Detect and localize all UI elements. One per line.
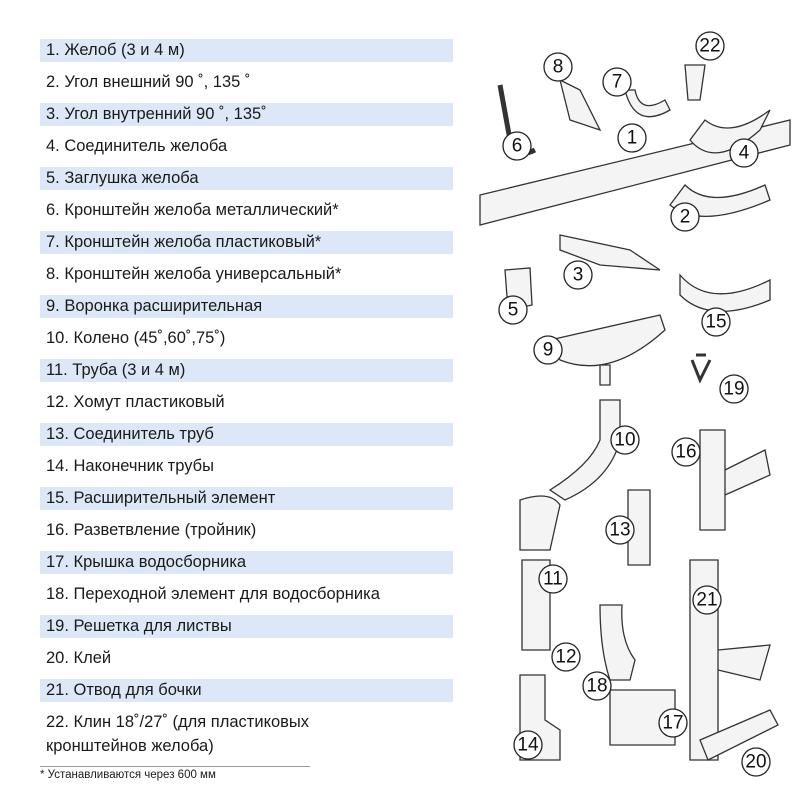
callout-number-22: 22 — [699, 36, 720, 57]
inner-corner-drawing — [559, 234, 661, 271]
callout-number-13: 13 — [609, 520, 630, 541]
branch-drawing — [699, 429, 771, 531]
callout-circle-20 — [741, 747, 771, 777]
collector-cover-drawing — [609, 689, 676, 746]
list-item-9: 9. Воронка расширительная — [40, 295, 453, 318]
outlet-drawing — [549, 314, 666, 386]
callout-circle-10 — [610, 425, 640, 455]
callout-number-21: 21 — [696, 590, 717, 611]
callout-circle-6 — [502, 131, 532, 161]
callout-number-18: 18 — [586, 676, 607, 697]
callout-circle-18 — [582, 671, 612, 701]
callout-number-4: 4 — [739, 143, 750, 164]
callout-circle-13 — [605, 515, 635, 545]
callout-number-14: 14 — [517, 735, 539, 756]
list-item-1: 1. Желоб (3 и 4 м) — [40, 39, 453, 62]
expansion-element-drawing — [679, 273, 771, 313]
list-item-5: 5. Заглушка желоба — [40, 167, 453, 190]
transition-drawing — [599, 604, 636, 681]
callout-number-1: 1 — [627, 128, 638, 149]
list-item-13: 13. Соединитель труб — [40, 423, 453, 446]
elbow-drawing — [548, 399, 621, 501]
callout-circle-11 — [538, 564, 568, 594]
universal-bracket-drawing — [559, 78, 602, 132]
callout-circle-1 — [617, 123, 647, 153]
callout-number-7: 7 — [612, 72, 623, 93]
list-item-15: 15. Расширительный элемент — [40, 487, 453, 510]
footnote-divider — [40, 766, 310, 767]
list-item-12: 12. Хомут пластиковый — [46, 393, 225, 411]
callout-circle-4 — [729, 138, 759, 168]
callout-number-12: 12 — [555, 647, 576, 668]
callout-number-5: 5 — [508, 300, 519, 321]
list-item-17: 17. Крышка водосборника — [40, 551, 453, 574]
list-item-22: 22. Клин 18˚/27˚ (для пластиковых кроншт… — [40, 710, 453, 758]
list-item-16: 16. Разветвление (тройник) — [46, 521, 257, 539]
item-22-line1: 22. Клин 18˚/27˚ (для пластиковых — [46, 713, 310, 731]
callout-circle-5 — [498, 295, 528, 325]
callout-number-8: 8 — [553, 57, 564, 78]
callout-number-2: 2 — [680, 207, 691, 228]
list-item-2: 2. Угол внешний 90 ˚, 135 ˚ — [46, 73, 251, 91]
elbow-lower-drawing — [519, 495, 561, 551]
callout-circle-12 — [551, 642, 581, 672]
callout-number-19: 19 — [723, 379, 744, 400]
list-item-3: 3. Угол внутренний 90 ˚, 135˚ — [40, 103, 453, 126]
list-item-20: 20. Клей — [46, 649, 112, 667]
callout-circle-9 — [533, 335, 563, 365]
callout-circle-19 — [719, 374, 749, 404]
callout-circle-17 — [658, 708, 688, 738]
callout-circle-2 — [670, 202, 700, 232]
callout-number-15: 15 — [705, 312, 726, 333]
callout-number-3: 3 — [573, 265, 584, 286]
list-item-21: 21. Отвод для бочки — [40, 679, 453, 702]
callout-number-10: 10 — [614, 430, 635, 451]
callout-circle-3 — [563, 260, 593, 290]
list-item-7: 7. Кронштейн желоба пластиковый* — [40, 231, 453, 254]
plastic-bracket-drawing — [624, 89, 671, 118]
list-item-18: 18. Переходной элемент для водосборника — [46, 585, 380, 603]
list-item-10: 10. Колено (45˚,60˚,75˚) — [46, 329, 226, 347]
callout-circle-14 — [513, 730, 543, 760]
callout-number-17: 17 — [662, 713, 683, 734]
glue-tube-drawing — [699, 709, 779, 761]
callout-number-20: 20 — [745, 752, 766, 773]
footnote: * Устанавливаются через 600 мм — [40, 769, 216, 781]
list-item-4: 4. Соединитель желоба — [46, 137, 228, 155]
connector-drawing — [689, 109, 771, 154]
wedge-drawing — [684, 64, 706, 101]
callout-circle-16 — [671, 437, 701, 467]
list-item-11: 11. Труба (3 и 4 м) — [40, 359, 453, 382]
callout-circle-21 — [692, 585, 722, 615]
callout-circle-7 — [602, 67, 632, 97]
callout-number-11: 11 — [543, 569, 563, 590]
list-item-14: 14. Наконечник трубы — [46, 457, 214, 475]
list-item-8: 8. Кронштейн желоба универсальный* — [46, 265, 342, 283]
leaf-guard-drawing — [690, 353, 712, 384]
item-22-line2: кронштейнов желоба) — [46, 737, 214, 755]
callout-circle-8 — [543, 52, 573, 82]
callout-circle-15 — [701, 307, 731, 337]
list-item-6: 6. Кронштейн желоба металлический* — [46, 201, 339, 219]
list-item-19: 19. Решетка для листвы — [40, 615, 453, 638]
callout-number-9: 9 — [543, 340, 554, 361]
callout-number-6: 6 — [512, 136, 523, 157]
callout-circle-22 — [695, 31, 725, 61]
callout-number-16: 16 — [675, 442, 696, 463]
